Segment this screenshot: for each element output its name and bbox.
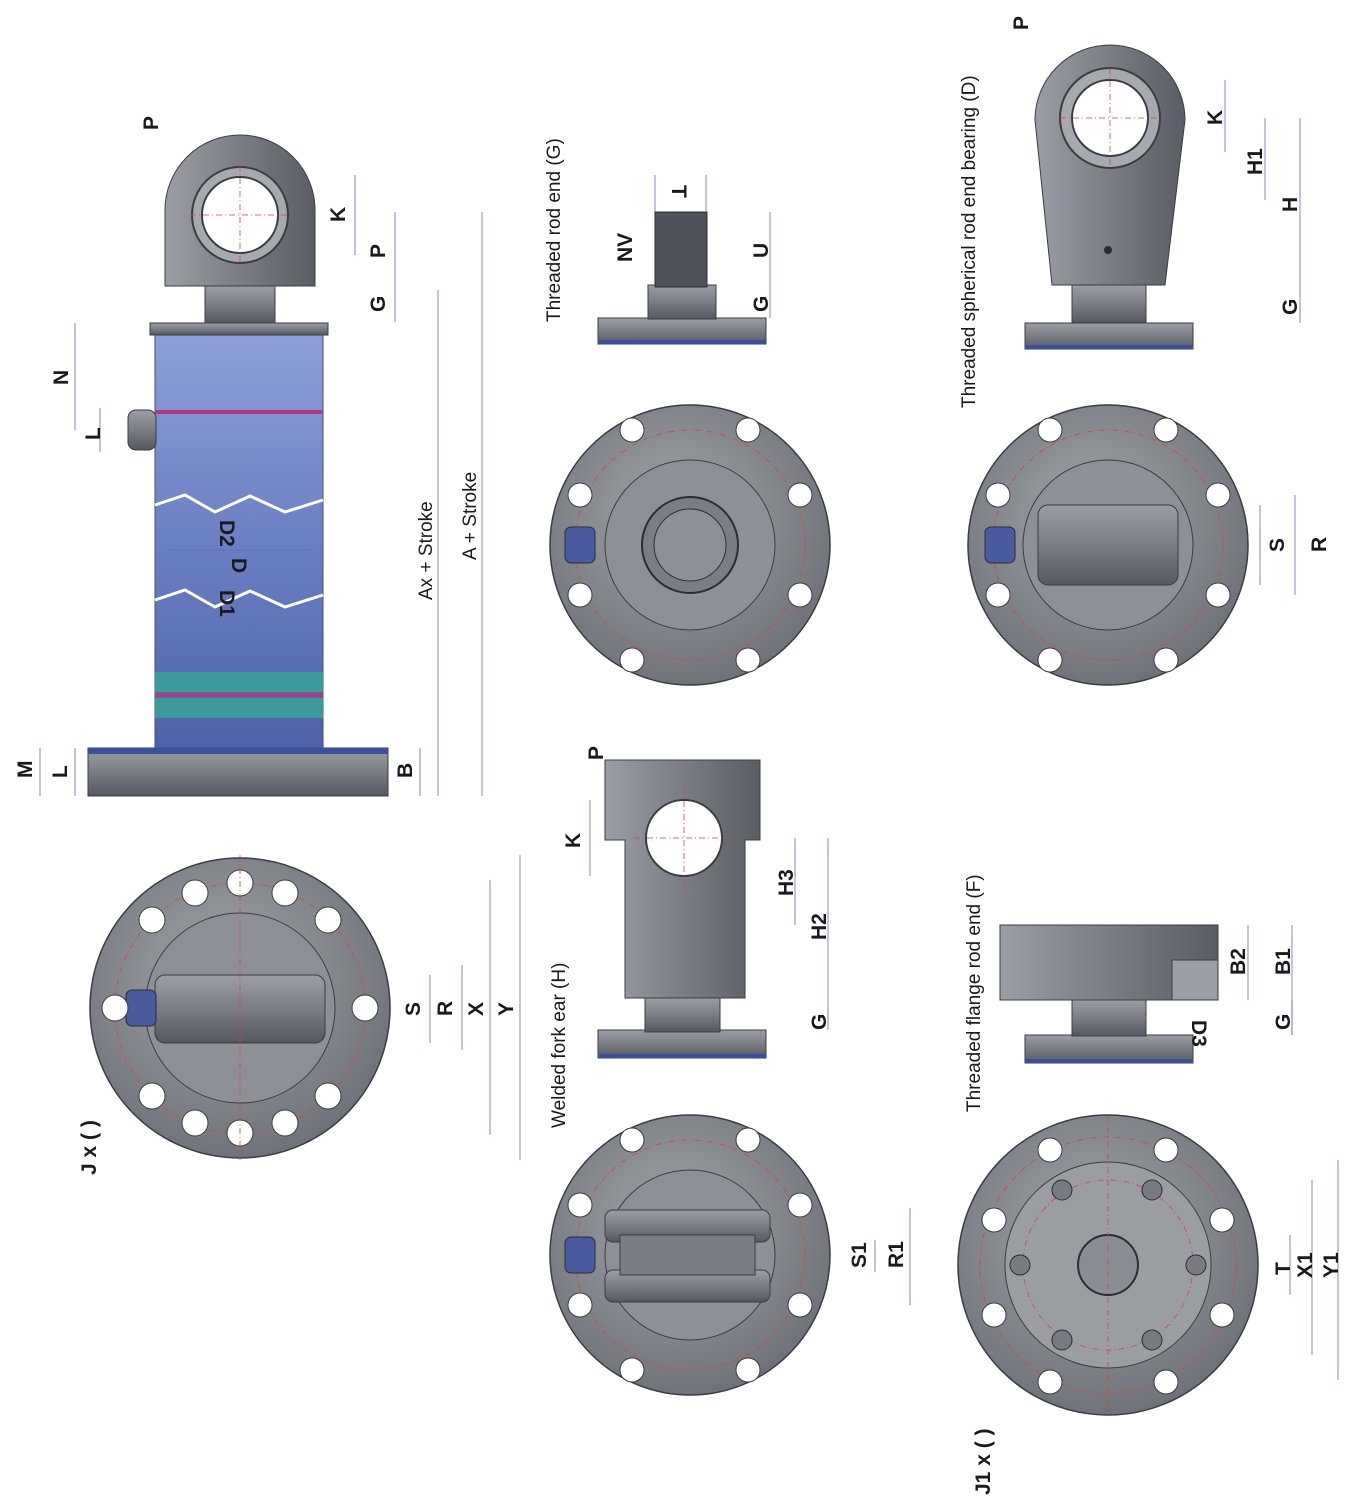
label-B: B [394,763,417,778]
break-line-bottom [154,588,324,609]
seal-band-teal [155,672,323,692]
label-X1: X1 [1294,1252,1317,1278]
rod-neck [204,285,276,324]
label-D: D [227,558,250,573]
label-B2: B2 [1227,948,1250,975]
label-D2: D2 [215,520,238,547]
label-J1: J1 x ( ) [972,1428,995,1495]
label-L-port: L [82,427,105,440]
label-J: J x ( ) [78,1120,101,1175]
break-line-top [154,493,324,514]
label-R-main: R [434,1001,457,1016]
threaded-rod-end-view [549,175,831,686]
label-R-sph: R [1308,537,1331,552]
label-U: U [750,243,773,258]
main-flange-front-view [89,855,521,1160]
label-K-sph: K [1204,110,1227,125]
label-X-main: X [465,1002,488,1016]
port-boss [127,409,157,451]
label-S-sph: S [1266,538,1289,552]
label-P-fork: P [585,746,608,760]
title-flange-rod-end: Threaded flange rod end (F) [964,874,985,1112]
label-S-main: S [402,1002,425,1016]
label-B1: B1 [1272,948,1295,975]
label-T-rod: T [667,185,690,198]
seal-band-teal-2 [155,698,323,718]
main-dimensions [39,175,483,796]
label-G-rod: G [750,296,773,312]
label-a-stroke: A + Stroke [460,472,481,560]
label-R1: R1 [885,1241,908,1268]
title-spherical-rod-end: Threaded spherical rod end bearing (D) [959,75,980,408]
spherical-rod-end-view [967,44,1301,686]
label-P-main: P [140,116,163,130]
label-N: N [50,370,73,385]
label-S1: S1 [848,1242,871,1268]
label-Y-main: Y [495,1002,518,1016]
seal-band-magenta [155,693,323,697]
welded-fork-ear-view [549,759,911,1396]
threaded-flange-rod-end-view [957,924,1339,1416]
label-D1: D1 [215,590,238,617]
main-cylinder-side-view [87,134,389,797]
gland-head [149,322,329,336]
label-K-fork: K [562,833,585,848]
title-welded-fork-ear: Welded fork ear (H) [549,963,570,1128]
label-NV: NV [614,233,637,262]
label-T-flange: T [1272,1262,1295,1275]
label-P-sph: P [1010,16,1033,30]
label-Y1: Y1 [1320,1252,1343,1278]
label-L-base: L [49,765,72,778]
bolt-holes [101,869,379,1147]
label-ax-stroke: Ax + Stroke [416,501,437,600]
top-seal-magenta [155,410,323,414]
label-M: M [14,761,37,779]
label-D3: D3 [1187,1020,1210,1047]
port-front [125,989,157,1027]
label-H1: H1 [1244,148,1267,175]
rod-eye-bore [201,176,279,254]
label-H3: H3 [775,869,798,896]
label-G-fork: G [808,1014,831,1030]
label-G-main: G [367,296,390,312]
label-K-main: K [327,207,350,222]
base-seal-strip [88,748,388,754]
label-H: H [1279,197,1302,212]
title-threaded-rod-end: Threaded rod end (G) [544,138,565,322]
label-G-flange: G [1272,1014,1295,1030]
label-H2: H2 [808,913,831,940]
label-P-main-dim: P [367,244,390,258]
label-G-sph: G [1279,299,1302,315]
base-flange [87,747,389,797]
